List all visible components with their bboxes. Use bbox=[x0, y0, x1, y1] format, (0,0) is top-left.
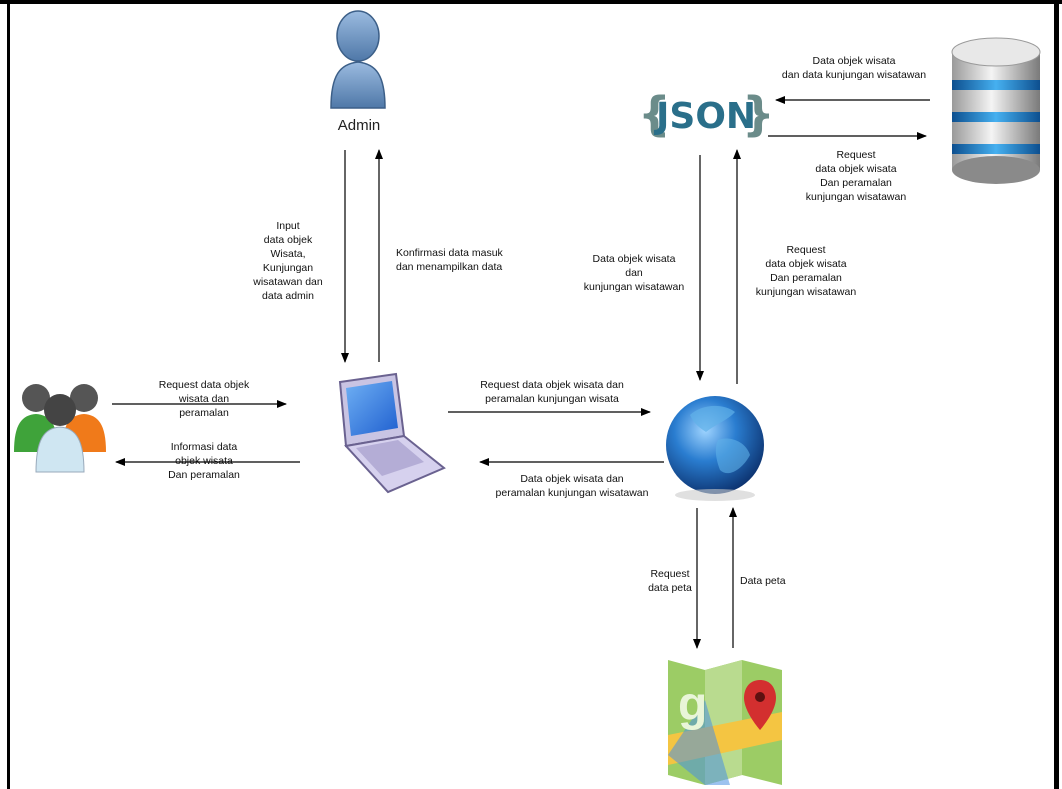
admin-label: Admin bbox=[337, 117, 381, 134]
edge-label-users-to-laptop: Request data objek wisata dan peramalan bbox=[158, 379, 250, 419]
svg-text:JSON: JSON bbox=[653, 96, 756, 137]
edge-label-maps-to-globe: Data peta bbox=[740, 575, 786, 587]
edge-label-globe-to-maps: Request data peta bbox=[648, 568, 692, 594]
frame-border-top bbox=[0, 0, 1062, 4]
laptop-icon bbox=[338, 372, 446, 494]
database-icon bbox=[951, 37, 1041, 184]
edge-label-db-to-json: Data objek wisata dan data kunjungan wis… bbox=[781, 55, 927, 81]
edge-label-json-to-db: Request data objek wisata Dan peramalan … bbox=[805, 149, 907, 203]
google-maps-icon: g bbox=[668, 660, 782, 785]
edge-label-json-to-globe: Data objek wisata dan kunjungan wisatawa… bbox=[583, 253, 685, 293]
connector-arrows bbox=[112, 96, 930, 649]
frame-border-left bbox=[7, 0, 10, 789]
frame-border-right bbox=[1054, 0, 1059, 789]
svg-text:}: } bbox=[742, 87, 775, 141]
svg-text:{: { bbox=[638, 87, 671, 141]
edge-label-laptop-to-admin: Konfirmasi data masuk dan menampilkan da… bbox=[396, 247, 503, 273]
edge-label-laptop-to-globe: Request data objek wisata dan peramalan … bbox=[480, 379, 624, 405]
edge-label-globe-to-json: Request data objek wisata Dan peramalan … bbox=[755, 244, 857, 298]
svg-text:g: g bbox=[678, 678, 707, 731]
edge-label-globe-to-laptop: Data objek wisata dan peramalan kunjunga… bbox=[495, 473, 649, 499]
edge-label-admin-to-laptop: Input data objek Wisata, Kunjungan wisat… bbox=[253, 220, 323, 302]
edge-label-laptop-to-users: Informasi data objek wisata Dan peramala… bbox=[168, 441, 240, 481]
user-group-icon bbox=[14, 384, 106, 473]
json-logo-icon: { JSON } bbox=[638, 87, 775, 141]
admin-user-icon bbox=[330, 10, 386, 109]
globe-icon bbox=[666, 396, 764, 501]
